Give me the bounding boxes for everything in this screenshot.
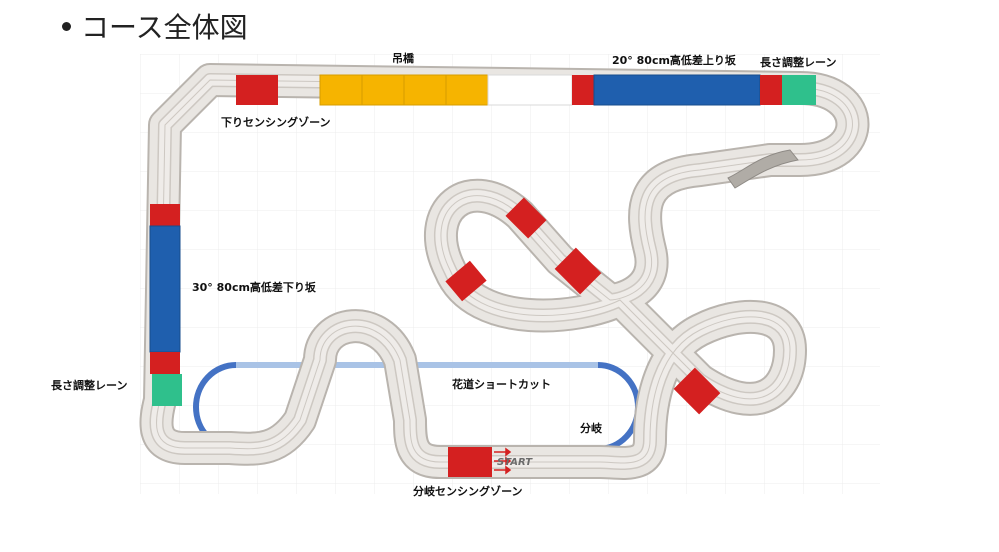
uphill-red-end <box>760 75 782 105</box>
suspension-bridge-label: 吊橋 <box>392 52 414 65</box>
length-lane-top-label: 長さ調整レーン <box>760 56 837 69</box>
bullet-icon <box>62 21 71 31</box>
length-lane-top-block <box>782 75 816 105</box>
length-lane-left-label: 長さ調整レーン <box>51 379 128 392</box>
start-arrow-icon <box>494 447 512 475</box>
uphill-slope-label: 20° 80cm高低差上り坂 <box>612 54 736 67</box>
downhill-red-bottom <box>150 352 180 374</box>
uphill-slope-block <box>593 74 761 106</box>
left-straight-zones <box>149 204 182 406</box>
bridge-block-2 <box>361 74 405 106</box>
branch-sensing-zone-block <box>448 447 492 477</box>
bridge-block-3 <box>403 74 447 106</box>
hanamichi-shortcut-label: 花道ショートカット <box>452 378 551 391</box>
uphill-red-start <box>572 75 594 105</box>
bridge-block-4 <box>445 74 489 106</box>
downhill-slope-label: 30° 80cm高低差下り坂 <box>192 281 316 294</box>
branch-sensing-zone-label: 分岐センシングゾーン <box>413 485 523 498</box>
downhill-red-top <box>150 204 180 226</box>
bridge-block-1 <box>319 74 363 106</box>
start-marker: START <box>497 457 533 468</box>
down-sensing-zone-block <box>236 75 278 105</box>
crossover-bridge <box>727 149 799 189</box>
length-lane-left-block <box>152 374 182 406</box>
diagonal-red-zones <box>445 197 721 415</box>
page-heading: コース全体図 <box>62 6 248 46</box>
main-track <box>139 63 870 480</box>
grid-background <box>140 54 880 494</box>
down-sensing-zone-label: 下りセンシングゾーン <box>221 116 331 129</box>
bridge-gap-white <box>487 74 573 106</box>
top-straight-zones <box>236 74 816 106</box>
downhill-slope-block <box>149 225 181 353</box>
branch-label: 分岐 <box>580 422 602 435</box>
heading-text: コース全体図 <box>81 11 248 44</box>
